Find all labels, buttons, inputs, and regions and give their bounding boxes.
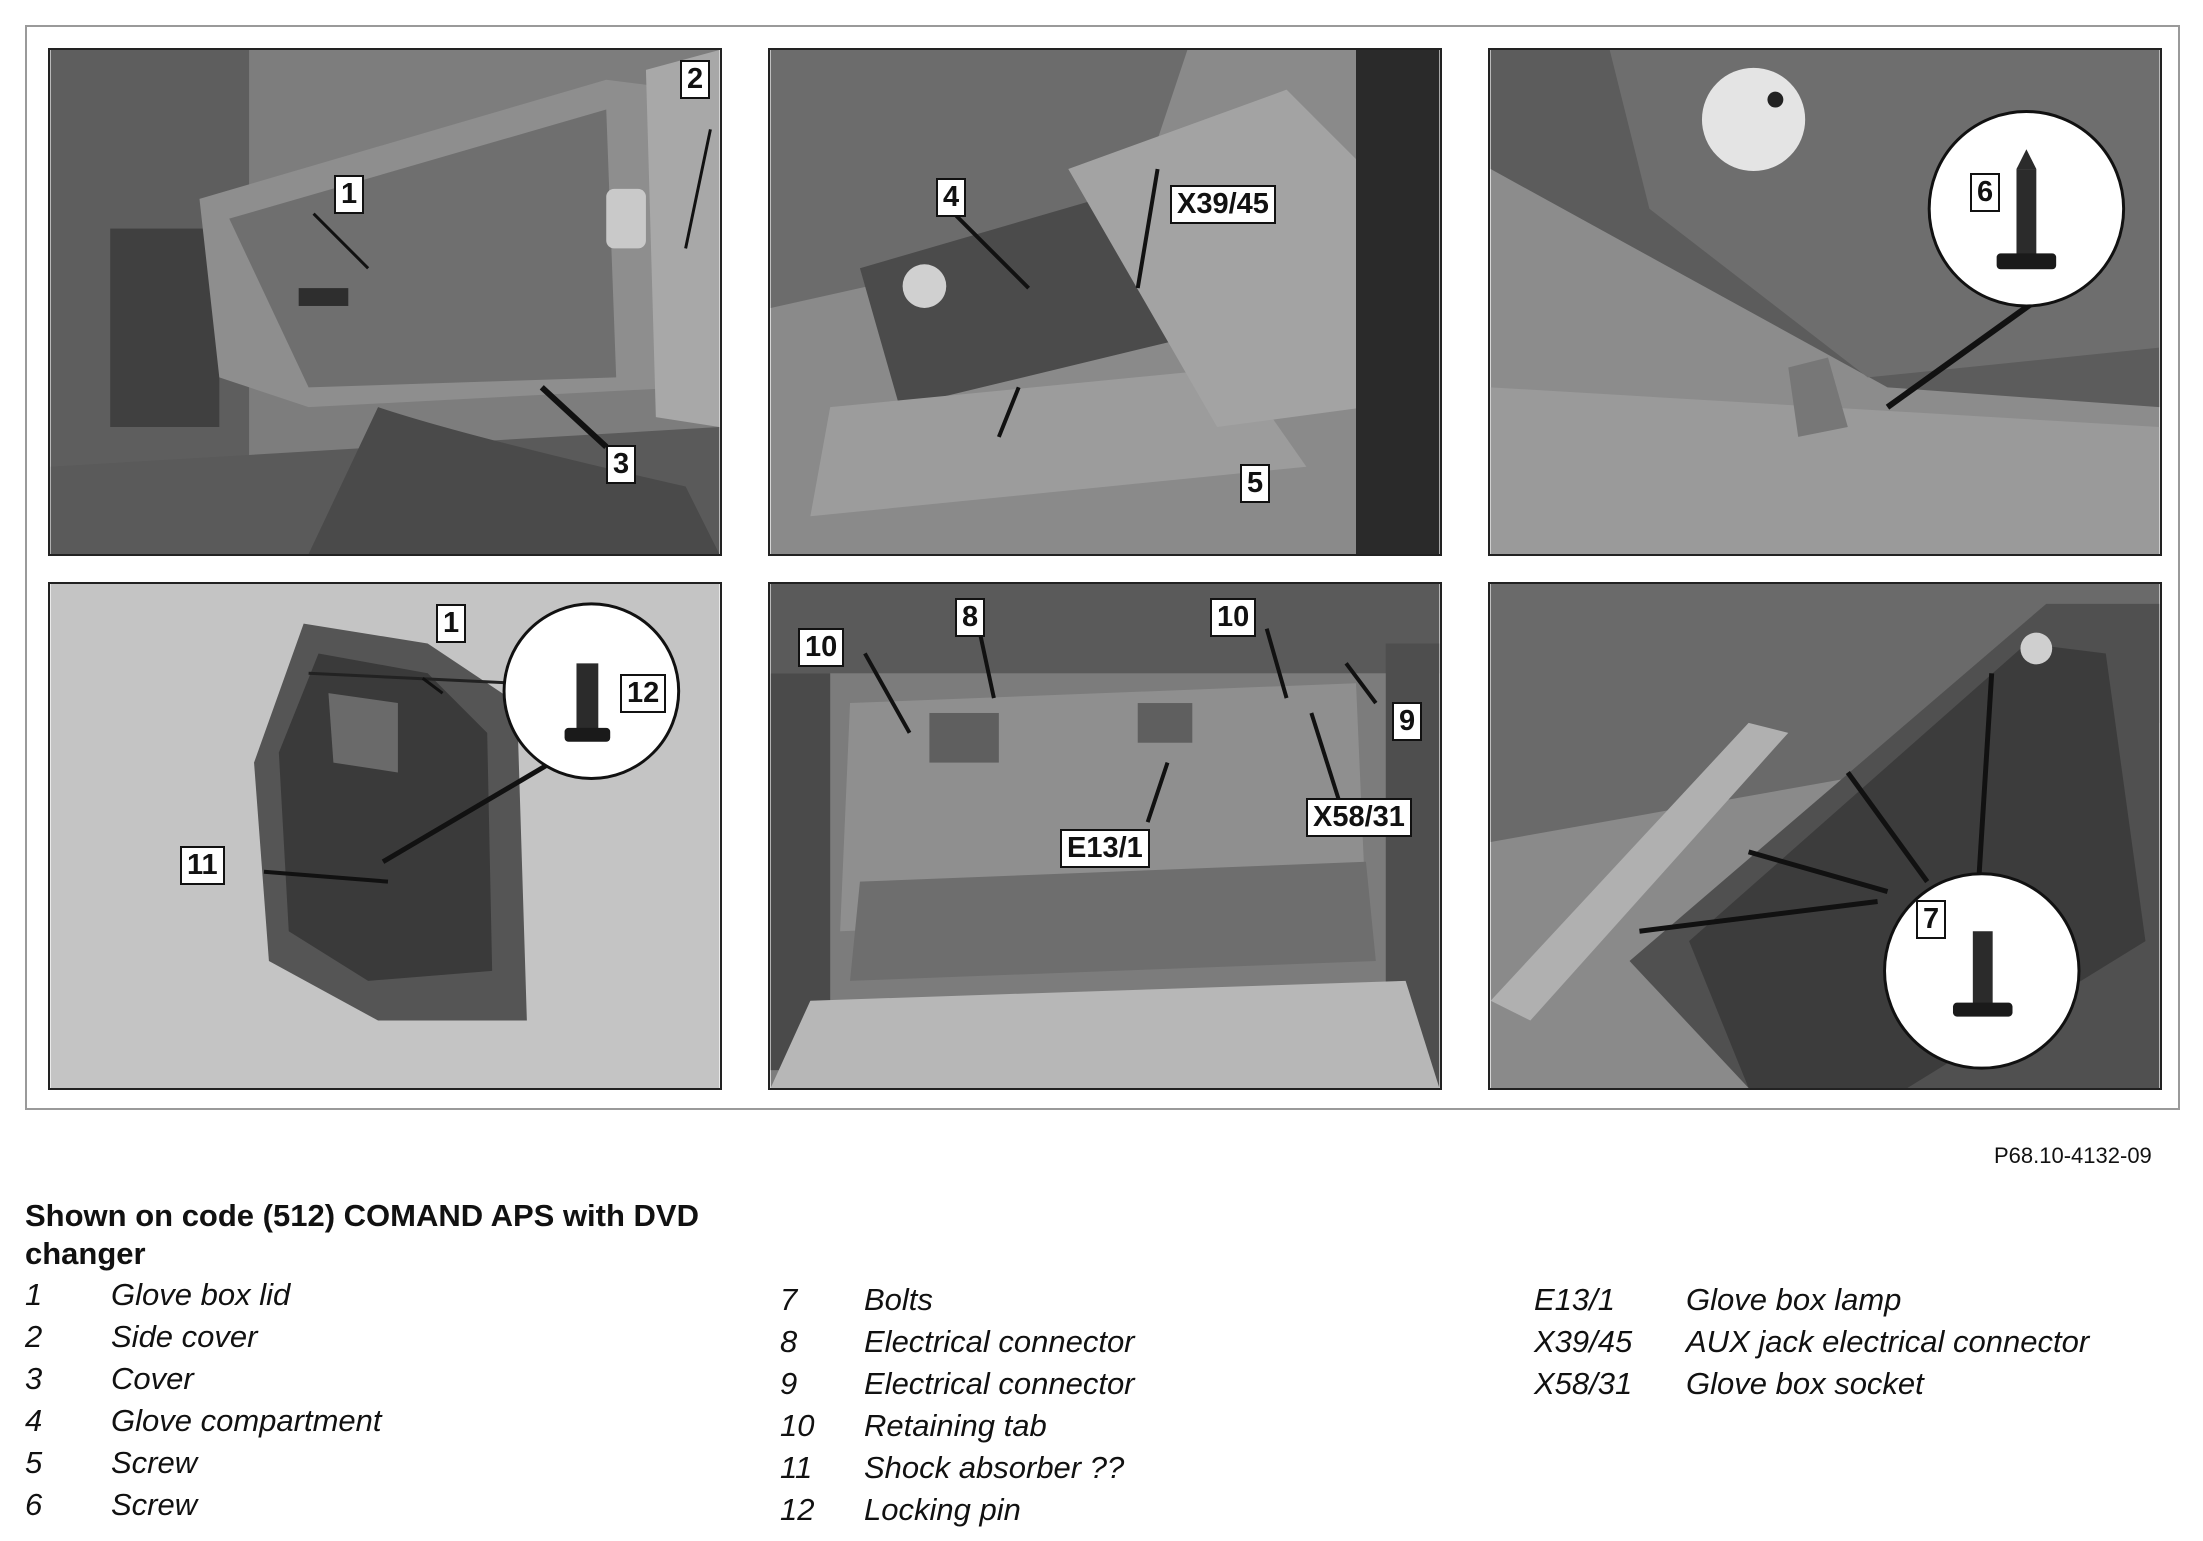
callout-6: 6 [1970, 173, 2001, 212]
legend-item-number: 10 [780, 1408, 815, 1443]
legend-item-number: 2 [25, 1319, 43, 1354]
callout-x58-31: X58/31 [1306, 798, 1412, 837]
callout-1-lid: 1 [436, 604, 467, 643]
callout-3: 3 [606, 445, 637, 484]
figure-caption: Shown on code (512) COMAND APS with DVD … [25, 1198, 699, 1271]
callout-9: 9 [1392, 702, 1423, 741]
legend-item-label: Locking pin [864, 1492, 1021, 1527]
legend-item-number: 8 [780, 1324, 798, 1359]
photo-screw-6: 6 [1488, 48, 2162, 556]
callout-5: 5 [1240, 464, 1271, 503]
callout-10-left: 10 [798, 628, 845, 667]
callout-2: 2 [680, 60, 711, 99]
photo-glove-box-overview-image [50, 50, 720, 554]
legend-item-number: X58/31 [1534, 1366, 1633, 1401]
photo-glove-compartment: 4 X39/45 5 [768, 48, 1442, 556]
legend-item-label: Screw [111, 1445, 198, 1480]
legend-item-label: Shock absorber ?? [864, 1450, 1125, 1485]
callout-7: 7 [1916, 900, 1947, 939]
legend-item-label: Side cover [111, 1319, 258, 1354]
callout-11: 11 [180, 846, 225, 885]
figure-reference: P68.10-4132-09 [1994, 1143, 2152, 1168]
callout-10-right: 10 [1210, 598, 1257, 637]
callout-12: 12 [620, 674, 667, 713]
photo-dvd-changer: 10 8 10 9 X58/31 E13/1 [768, 582, 1442, 1090]
legend-item-label: Retaining tab [864, 1408, 1047, 1443]
callout-4: 4 [936, 178, 967, 217]
callout-8: 8 [955, 598, 986, 637]
photo-bolts-7: 7 [1488, 582, 2162, 1090]
photo-glove-box-lid-removed-image [50, 584, 720, 1088]
callout-1: 1 [334, 175, 365, 214]
photo-glove-box-lid-removed: 1 12 11 [48, 582, 722, 1090]
legend-item-number: 7 [780, 1282, 798, 1317]
legend-item-number: 3 [25, 1361, 43, 1396]
legend-item-label: Screw [111, 1487, 198, 1522]
callout-x39-45: X39/45 [1170, 185, 1276, 224]
legend-item-number: 9 [780, 1366, 798, 1401]
legend-item-label: Electrical connector [864, 1324, 1135, 1359]
legend-item-number: 4 [25, 1403, 43, 1438]
callout-e13-1: E13/1 [1060, 829, 1150, 868]
legend-item-number: 1 [25, 1277, 43, 1312]
legend-item-label: Electrical connector [864, 1366, 1135, 1401]
legend-item-label: Glove compartment [111, 1403, 382, 1438]
legend-item-label: AUX jack electrical connector [1686, 1324, 2090, 1359]
legend-item-label: Glove box lamp [1686, 1282, 1902, 1317]
legend-item-label: Bolts [864, 1282, 933, 1317]
legend-item-label: Glove box socket [1686, 1366, 1924, 1401]
legend-item-label: Glove box lid [111, 1277, 291, 1312]
photo-glove-compartment-image [770, 50, 1440, 554]
photo-glove-box-overview: 1 2 3 [48, 48, 722, 556]
photo-bolts-7-image [1490, 584, 2160, 1088]
legend-item-number: E13/1 [1534, 1282, 1616, 1317]
photo-screw-6-image [1490, 50, 2160, 554]
legend-item-number: 5 [25, 1445, 43, 1480]
legend-item-label: Cover [111, 1361, 194, 1396]
legend-item-number: 11 [780, 1450, 813, 1485]
legend-item-number: X39/45 [1534, 1324, 1633, 1359]
legend-item-number: 12 [780, 1492, 815, 1527]
legend-item-number: 6 [25, 1487, 43, 1522]
